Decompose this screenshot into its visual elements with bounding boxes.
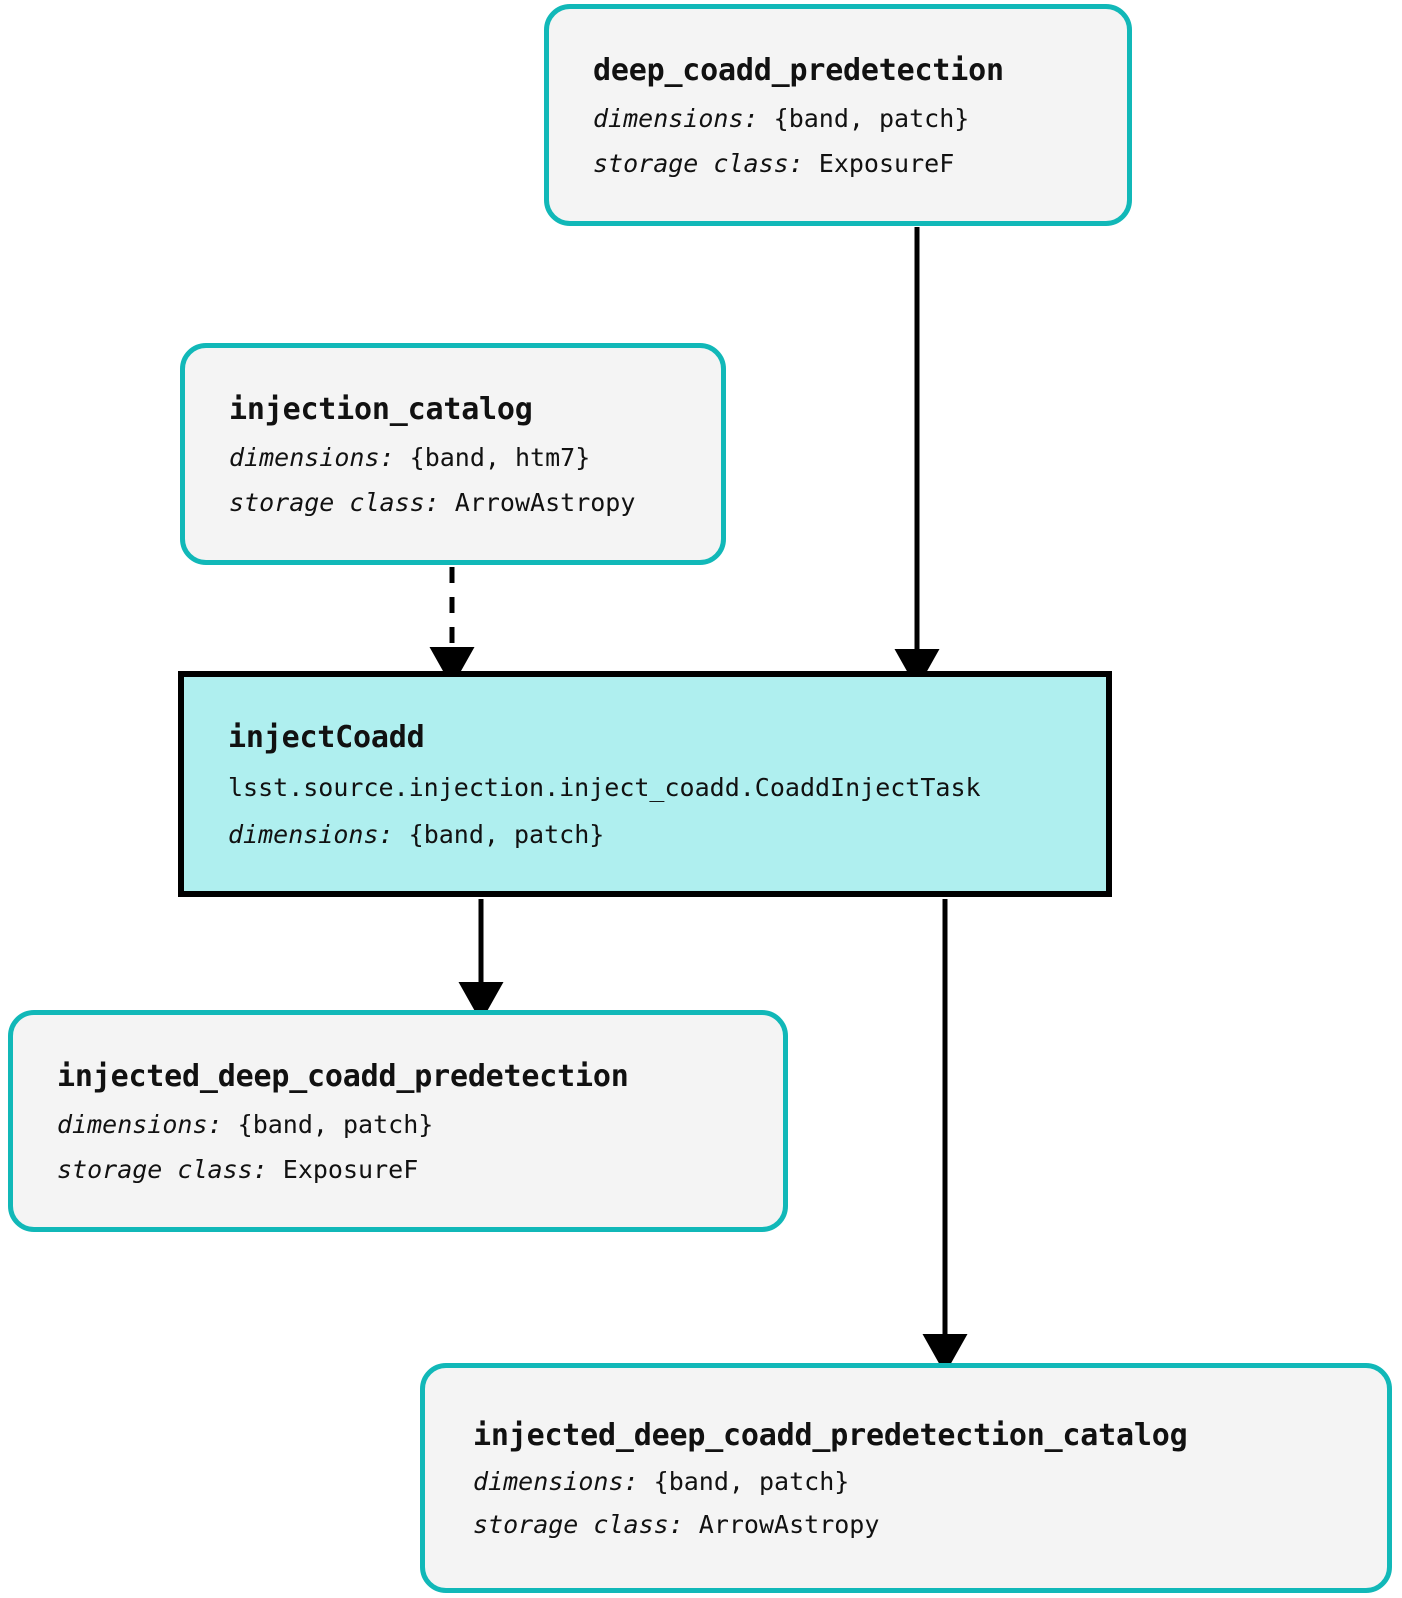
dimensions-value: {band, htm7} <box>409 442 591 472</box>
storage-class-value: ArrowAstropy <box>454 487 636 517</box>
node-dimensions-line: dimensions: {band, patch} <box>593 104 1127 133</box>
dimensions-label: dimensions: <box>57 1109 223 1139</box>
node-dimensions-line: dimensions: {band, htm7} <box>229 443 721 472</box>
node-storage-class-line: storage class: ExposureF <box>593 149 1127 178</box>
storage-class-value: ExposureF <box>818 148 955 178</box>
storage-class-label: storage class: <box>57 1154 268 1184</box>
node-task-class: lsst.source.injection.inject_coadd.Coadd… <box>228 772 981 802</box>
node-dimensions-line: dimensions: {band, patch} <box>228 820 1106 849</box>
storage-class-label: storage class: <box>473 1509 684 1539</box>
node-title: injection_catalog <box>229 391 533 427</box>
dimensions-label: dimensions: <box>473 1466 639 1496</box>
dimensions-label: dimensions: <box>228 819 394 849</box>
node-storage-class-line: storage class: ArrowAstropy <box>473 1510 1387 1539</box>
storage-class-value: ArrowAstropy <box>698 1509 880 1539</box>
dataset-node-injected-deep-coadd-predetection-catalog[interactable]: injected_deep_coadd_predetection_catalog… <box>420 1363 1392 1593</box>
node-title: injected_deep_coadd_predetection_catalog <box>473 1417 1188 1453</box>
node-title: deep_coadd_predetection <box>593 52 1004 88</box>
dimensions-value: {band, patch} <box>773 103 970 133</box>
dimensions-value: {band, patch} <box>653 1466 850 1496</box>
dimensions-label: dimensions: <box>593 103 759 133</box>
dataset-node-injected-deep-coadd-predetection[interactable]: injected_deep_coadd_predetection dimensi… <box>8 1010 788 1232</box>
dimensions-label: dimensions: <box>229 442 395 472</box>
dimensions-value: {band, patch} <box>237 1109 434 1139</box>
node-storage-class-line: storage class: ExposureF <box>57 1155 783 1184</box>
dataset-node-deep-coadd-predetection[interactable]: deep_coadd_predetection dimensions: {ban… <box>544 4 1132 226</box>
task-node-inject-coadd[interactable]: injectCoadd lsst.source.injection.inject… <box>178 671 1112 897</box>
storage-class-value: ExposureF <box>282 1154 419 1184</box>
node-storage-class-line: storage class: ArrowAstropy <box>229 488 721 517</box>
node-dimensions-line: dimensions: {band, patch} <box>473 1467 1387 1496</box>
storage-class-label: storage class: <box>229 487 440 517</box>
node-dimensions-line: dimensions: {band, patch} <box>57 1110 783 1139</box>
node-title: injectCoadd <box>228 719 425 755</box>
dimensions-value: {band, patch} <box>408 819 605 849</box>
node-title: injected_deep_coadd_predetection <box>57 1058 629 1094</box>
dataset-node-injection-catalog[interactable]: injection_catalog dimensions: {band, htm… <box>180 343 726 565</box>
storage-class-label: storage class: <box>593 148 804 178</box>
